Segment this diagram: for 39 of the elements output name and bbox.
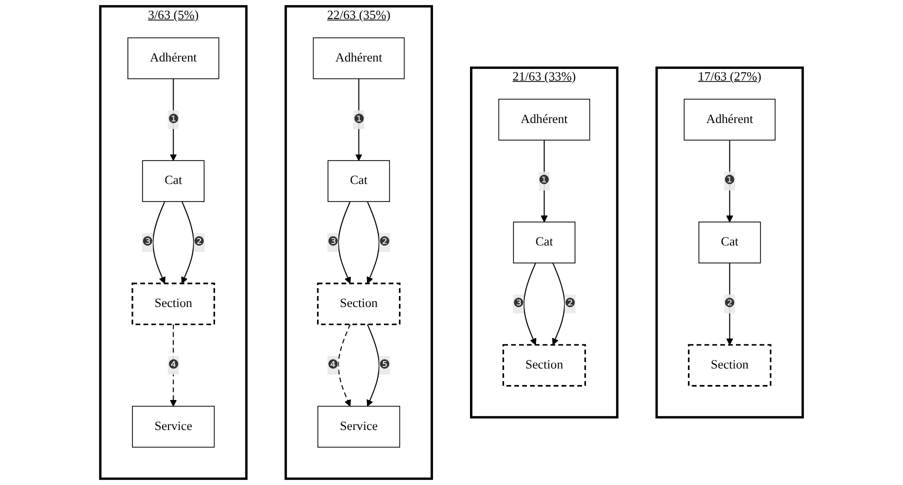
edge-label: ❸ [327, 235, 338, 249]
node-box: Cat [698, 222, 761, 264]
arrow [540, 140, 548, 222]
arrow [181, 201, 194, 284]
node-box: Adhérent [312, 37, 405, 80]
arrow [726, 262, 734, 346]
edge-label: ❷ [379, 235, 390, 249]
arrow [338, 201, 351, 284]
edge-label: ❸ [512, 296, 524, 310]
node-box: Adhérent [684, 98, 776, 141]
node-box: Section [317, 282, 400, 326]
edge-label: ❶ [724, 174, 736, 188]
edge-label: ❹ [327, 358, 338, 372]
edge-label: ❹ [168, 358, 179, 372]
arrow [726, 140, 734, 222]
node-box: Section [688, 344, 772, 387]
edge-label: ❶ [353, 112, 364, 126]
edge-label: ❷ [194, 235, 205, 249]
node-box: Section [132, 282, 216, 326]
node-box: Cat [142, 160, 205, 202]
arrow [552, 262, 566, 346]
node-box: Adhérent [498, 98, 590, 141]
arrow [366, 324, 380, 407]
edge-label: ❶ [168, 112, 179, 126]
node-box: Service [317, 406, 400, 448]
arrow [523, 262, 536, 346]
node-box: Section [502, 344, 586, 387]
node-box: Cat [513, 222, 576, 264]
edge-label: ❷ [564, 296, 576, 310]
arrow [152, 201, 166, 284]
node-box: Adhérent [127, 37, 220, 80]
arrow [338, 324, 351, 407]
edge-label: ❷ [724, 296, 736, 310]
node-box: Cat [328, 160, 390, 202]
node-box: Service [132, 406, 215, 448]
edge-label: ❸ [142, 235, 153, 249]
edge-label: ❺ [379, 358, 390, 372]
edge-label: ❶ [538, 174, 550, 188]
arrow [366, 201, 380, 284]
